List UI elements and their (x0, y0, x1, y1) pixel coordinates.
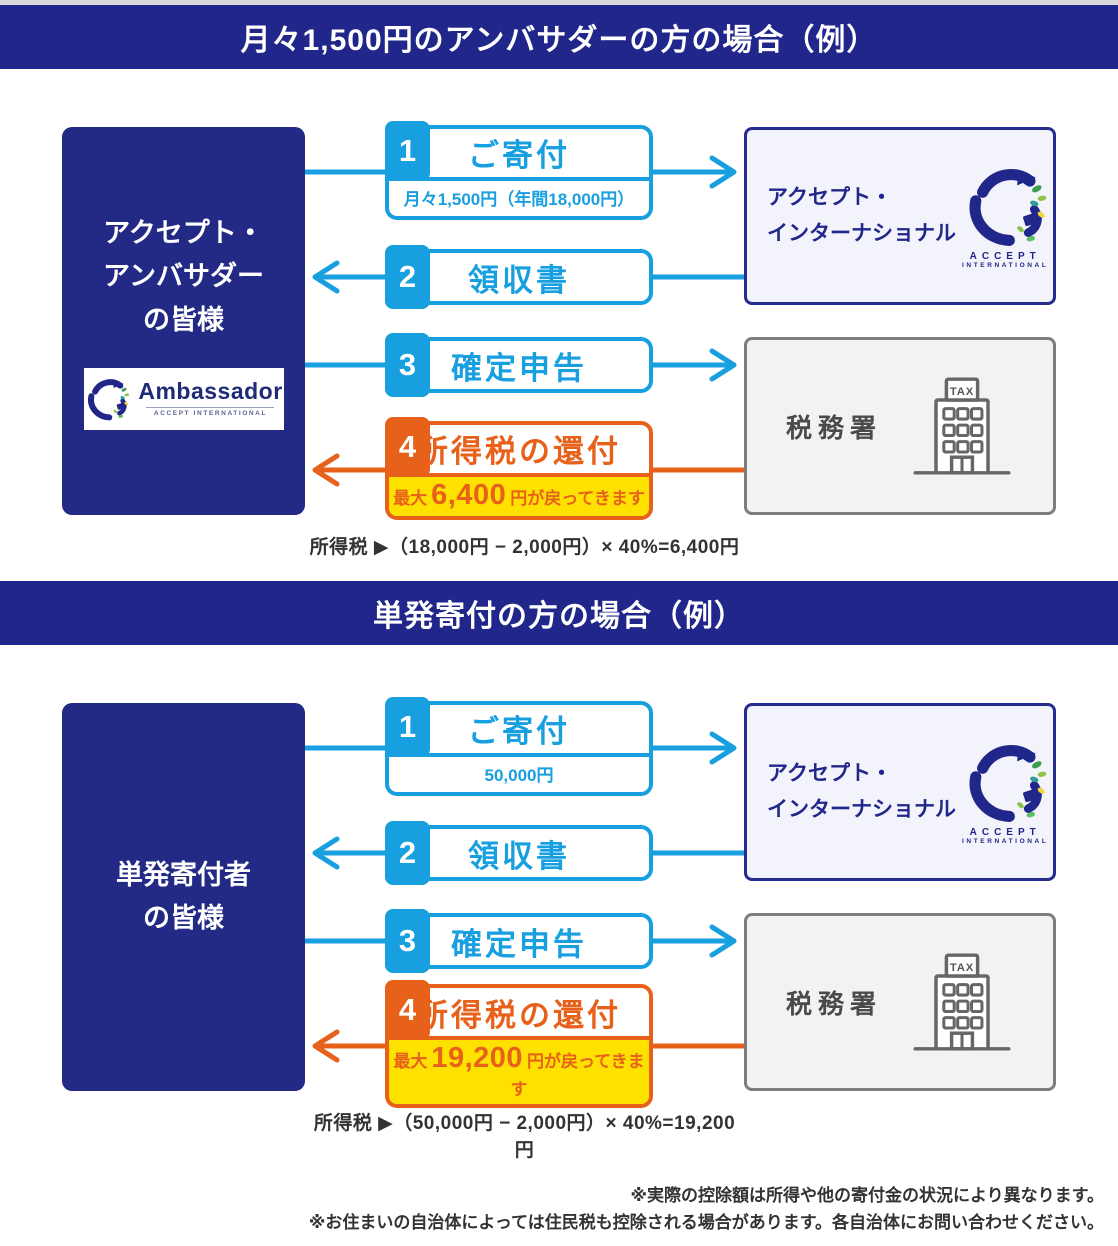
step-3-tax-return: 3 確定申告 (385, 909, 653, 973)
section2-tax-office-box: 税務署 (744, 913, 1056, 1091)
section1-donor-label: アクセプト・ アンバサダー の皆様 (103, 218, 264, 335)
ambassador-logo-card: Ambassador ACCEPT INTERNATIONAL (83, 367, 284, 430)
connector-line (305, 921, 385, 961)
section1-title: 月々1,500円のアンバサダーの方の場合（例） (240, 24, 878, 57)
step-1-sub: 50,000円 (389, 752, 649, 792)
section2-flow: 単発寄付者 の皆様 1 ご寄付 50,000円 2 領収書 (62, 645, 1118, 1162)
step-3-number: 3 (385, 909, 430, 973)
section2-title: 単発寄付の方の場合（例） (373, 600, 745, 633)
accept-international-logo: ACCEPT INTERNATIONAL (962, 163, 1048, 269)
ambassador-logo-icon (84, 376, 130, 422)
step-1-sub: 月々1,500円（年間18,000円） (389, 176, 649, 216)
connector-line (653, 1026, 744, 1066)
accept-logo-icon (962, 163, 1048, 249)
connector-line (305, 345, 385, 385)
section1-org-box: アクセプト・ インターナショナル ACCEPT INTERNATIONAL (744, 127, 1056, 305)
section1-flow: アクセプト・ アンバサダー の皆様 Ambassador ACCEPT INTE… (62, 69, 1118, 559)
step-4-number: 4 (385, 416, 430, 477)
section1-formula: 所得税 ▶（18,000円 − 2,000円）× 40%=6,400円 (309, 537, 740, 558)
arrow-right-icon (653, 921, 744, 961)
refund-amount: 6,400 (431, 478, 507, 511)
step-3-number: 3 (385, 333, 430, 397)
section2-donor-label: 単発寄付者 の皆様 (116, 859, 251, 933)
step-1-label: ご寄付 (468, 714, 570, 749)
step-3-label: 確定申告 (451, 350, 587, 386)
refund-amount: 19,200 (431, 1042, 524, 1074)
step-3-label: 確定申告 (451, 926, 587, 962)
accept-international-logo: ACCEPT INTERNATIONAL (962, 739, 1048, 845)
section-gap (0, 559, 1118, 581)
ambassador-logo-name: Ambassador (138, 378, 283, 405)
arrow-left-icon (305, 1026, 385, 1066)
step-2-receipt: 2 領収書 (385, 245, 653, 309)
connector-line (653, 833, 744, 873)
step-1-donation: 1 ご寄付 月々1,500円（年間18,000円） (385, 120, 653, 220)
footnotes: ※実際の控除額は所得や他の寄付金の状況により異なります。 ※お住まいの自治体によ… (0, 1182, 1118, 1246)
arrow-left-icon (305, 450, 385, 490)
step-3-tax-return: 3 確定申告 (385, 333, 653, 397)
tax-office-label: 税務署 (785, 988, 882, 1019)
arrow-right-icon (653, 152, 744, 192)
connector-line (653, 450, 744, 490)
step-1-label: ご寄付 (468, 138, 570, 173)
org-name: アクセプト・ インターナショナル (767, 186, 956, 245)
tax-building-icon (910, 940, 1014, 1064)
step-4-label: 所得税の還付 (417, 997, 621, 1033)
section2-formula: 所得税 ▶（50,000円 − 2,000円）× 40%=19,200円 (313, 1113, 736, 1161)
section2-donor-box: 単発寄付者 の皆様 (62, 703, 305, 1091)
step-2-receipt: 2 領収書 (385, 821, 653, 885)
footnote-1: ※実際の控除額は所得や他の寄付金の状況により異なります。 (630, 1186, 1105, 1205)
arrow-left-icon (305, 257, 385, 297)
footnote-2: ※お住まいの自治体によっては住民税も控除される場合があります。各自治体にお問い合… (308, 1213, 1104, 1233)
step-1-number: 1 (385, 696, 430, 757)
step-2-label: 領収書 (468, 838, 570, 874)
step-4-number: 4 (385, 980, 430, 1040)
arrow-right-icon (653, 728, 744, 768)
tax-office-label: 税務署 (785, 412, 882, 443)
section2-org-box: アクセプト・ インターナショナル ACCEPT INTERNATIONAL (744, 703, 1056, 881)
step-1-number: 1 (385, 120, 430, 181)
section1-tax-office-box: 税務署 (744, 337, 1056, 515)
step-2-number: 2 (385, 245, 430, 309)
section1-title-bar: 月々1,500円のアンバサダーの方の場合（例） (0, 5, 1118, 69)
section1-donor-box: アクセプト・ アンバサダー の皆様 Ambassador ACCEPT INTE… (62, 127, 305, 515)
top-strip (0, 0, 1118, 5)
section2-title-bar: 単発寄付の方の場合（例） (0, 581, 1118, 645)
step-2-number: 2 (385, 821, 430, 885)
connector-line (305, 152, 385, 192)
arrow-right-icon (653, 345, 744, 385)
step-4-label: 所得税の還付 (417, 434, 621, 469)
step-1-donation: 1 ご寄付 50,000円 (385, 696, 653, 796)
ambassador-logo-rule (146, 407, 275, 409)
org-name: アクセプト・ インターナショナル (767, 762, 956, 821)
ambassador-logo-caption: ACCEPT INTERNATIONAL (153, 410, 268, 418)
arrow-left-icon (305, 833, 385, 873)
connector-line (653, 257, 744, 297)
accept-logo-icon (962, 739, 1048, 825)
tax-building-icon (910, 364, 1014, 488)
connector-line (305, 728, 385, 768)
step-2-label: 領収書 (468, 262, 570, 298)
